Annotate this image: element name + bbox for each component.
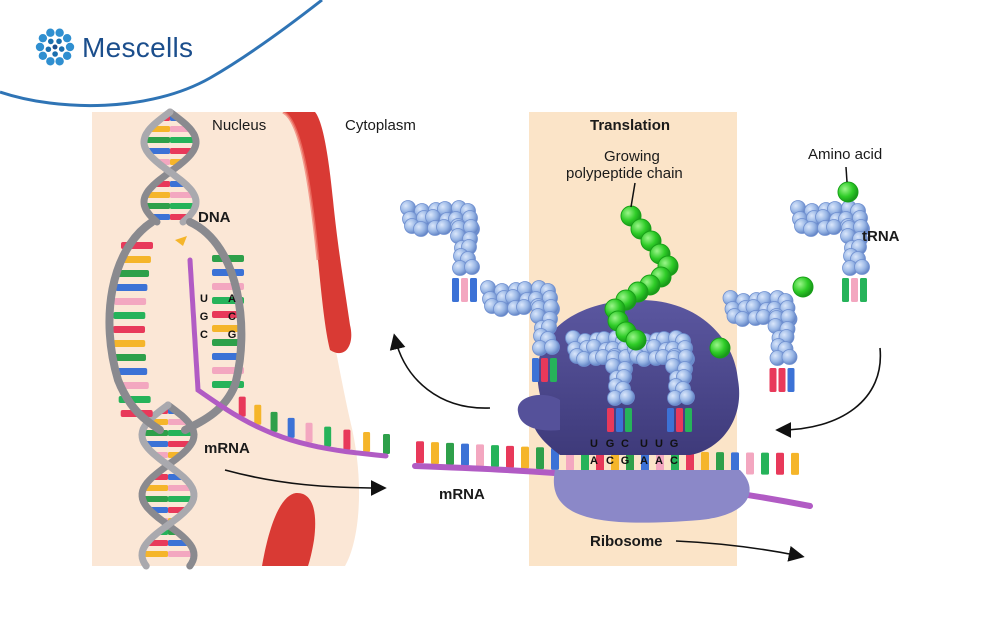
codon-bottom-2: C <box>606 455 614 467</box>
trna-entry-arrow <box>775 347 882 438</box>
polypeptide-chain <box>604 181 859 359</box>
codon-bottom-4: A <box>640 455 648 467</box>
codon-top-1: U <box>590 438 598 450</box>
ribosome-movement-arrow <box>675 540 805 562</box>
nucleus-label: Nucleus <box>212 117 267 134</box>
dna-helix <box>105 108 246 570</box>
trna-label: tRNA <box>862 228 900 245</box>
codon-bottom-5: A <box>655 455 663 467</box>
codon-top-2: G <box>605 438 615 450</box>
ribosome-large-subunit <box>531 300 740 455</box>
dna-base-3b: G <box>227 329 237 341</box>
codon-bottom-6: C <box>670 455 678 467</box>
dna-base-2b: C <box>228 311 236 323</box>
mrna-label-left: mRNA <box>204 440 250 457</box>
dna-base-1a: U <box>200 293 208 305</box>
brand-arc-fill <box>0 0 322 106</box>
dna-base-3a: C <box>200 329 208 341</box>
brand-arc <box>0 0 323 108</box>
codon-bottom-3: G <box>620 455 630 467</box>
mrna-strand-left <box>187 257 390 459</box>
polypeptide-pointer <box>630 182 636 208</box>
codon-top-4: U <box>640 438 648 450</box>
codon-top-5: U <box>655 438 663 450</box>
brand-name[interactable]: Mescells <box>82 32 194 63</box>
nuclear-membrane-upper <box>283 112 352 354</box>
dna-label: DNA <box>198 209 231 226</box>
ribosome-label: Ribosome <box>590 533 663 550</box>
translation-label: Translation <box>590 117 671 134</box>
mrna-export-arrow <box>224 469 387 496</box>
mrna-label-right: mRNA <box>439 486 485 503</box>
polypeptide-chain-label: polypeptide chain <box>566 165 683 182</box>
ribosome-small-subunit <box>553 470 750 523</box>
nuclear-membrane-lower <box>262 492 316 566</box>
dna-base-1b: A <box>228 293 236 305</box>
amino-acid-label: Amino acid <box>808 146 883 163</box>
molecule-ring-icon <box>35 28 75 66</box>
trna-exit-arrow <box>389 333 491 409</box>
cytoplasm-label: Cytoplasm <box>345 117 416 134</box>
growing-label: Growing <box>604 148 660 165</box>
amino-acid-pointer <box>845 166 848 183</box>
codon-top-6: G <box>669 438 679 450</box>
codon-top-3: C <box>621 438 629 450</box>
codon-bottom-1: A <box>590 455 598 467</box>
dna-base-2a: G <box>199 311 209 323</box>
